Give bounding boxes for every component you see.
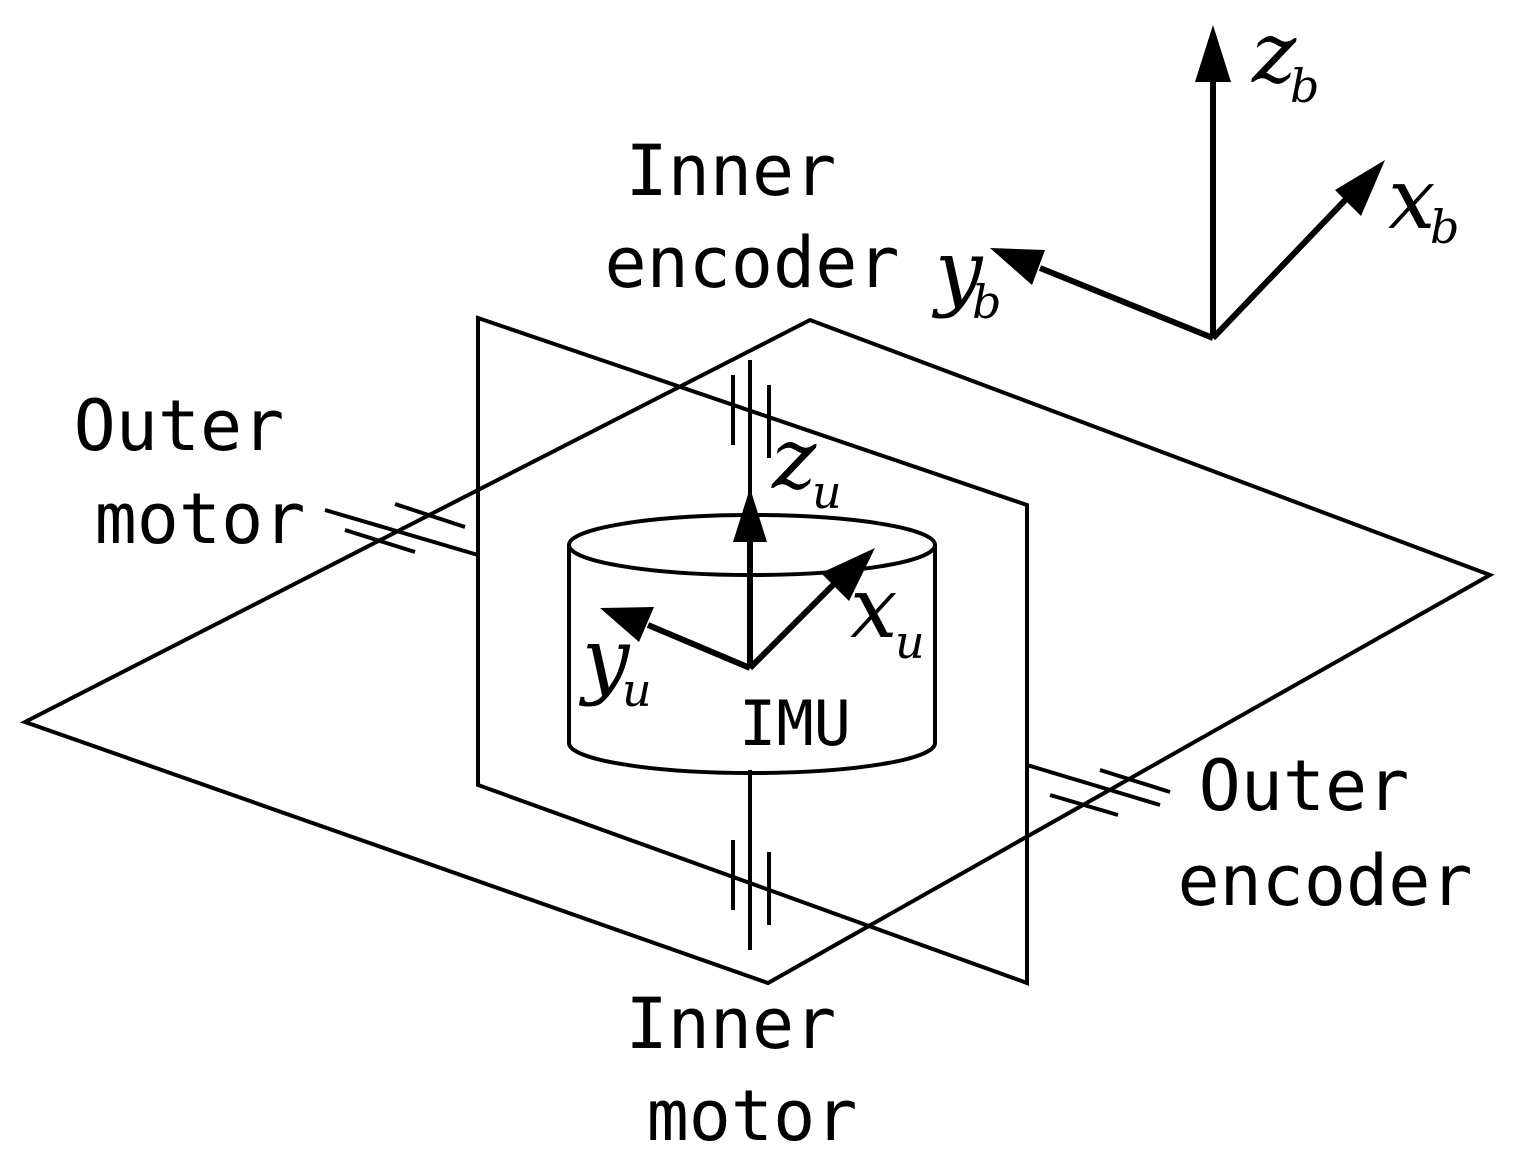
imu-y-axis-arrow	[600, 607, 752, 671]
body-y-axis-arrow	[990, 248, 1215, 341]
svg-text:z: z	[771, 410, 817, 508]
body-axes	[990, 25, 1385, 341]
svg-text:x: x	[850, 559, 897, 657]
imu-axes	[600, 488, 875, 671]
svg-text:x: x	[1388, 150, 1435, 248]
imu-x-axis-label: x u	[850, 559, 925, 669]
imu-label: IMU	[739, 687, 851, 760]
imu-z-axis-arrow	[733, 488, 767, 668]
inner-encoder-label: Inner encoder	[604, 130, 899, 304]
outer-motor-label: Outer motor	[74, 385, 327, 560]
svg-text:z: z	[1251, 4, 1297, 102]
imu-y-axis-label: y u	[578, 610, 652, 717]
imu-x-axis-arrow	[747, 548, 875, 671]
svg-text:y: y	[931, 222, 984, 320]
svg-text:b: b	[1290, 59, 1319, 113]
body-y-axis-label: y b	[931, 222, 1001, 329]
imu-z-axis-label: z u	[771, 410, 842, 519]
outer-shaft	[324, 508, 1161, 807]
inner-motor-label: Inner motor	[626, 983, 879, 1157]
inner-encoder-bearing	[731, 375, 771, 458]
outer-encoder-bearing	[1049, 768, 1171, 817]
body-z-axis-label: z b	[1251, 4, 1319, 113]
body-x-axis-arrow	[1210, 160, 1385, 341]
outer-encoder-label: Outer encoder	[1177, 745, 1472, 922]
outer-motor-bearing	[344, 502, 466, 554]
svg-text:u: u	[812, 465, 842, 519]
svg-text:y: y	[578, 610, 631, 708]
body-x-axis-label: x b	[1388, 150, 1459, 254]
body-z-axis-arrow	[1195, 25, 1231, 338]
svg-text:u: u	[622, 663, 652, 717]
svg-text:b: b	[1430, 200, 1459, 254]
svg-text:u: u	[895, 615, 925, 669]
outer-frame	[19, 317, 1495, 986]
inner-motor-bearing	[731, 840, 771, 925]
svg-text:b: b	[972, 275, 1001, 329]
inner-frame	[476, 315, 1029, 986]
